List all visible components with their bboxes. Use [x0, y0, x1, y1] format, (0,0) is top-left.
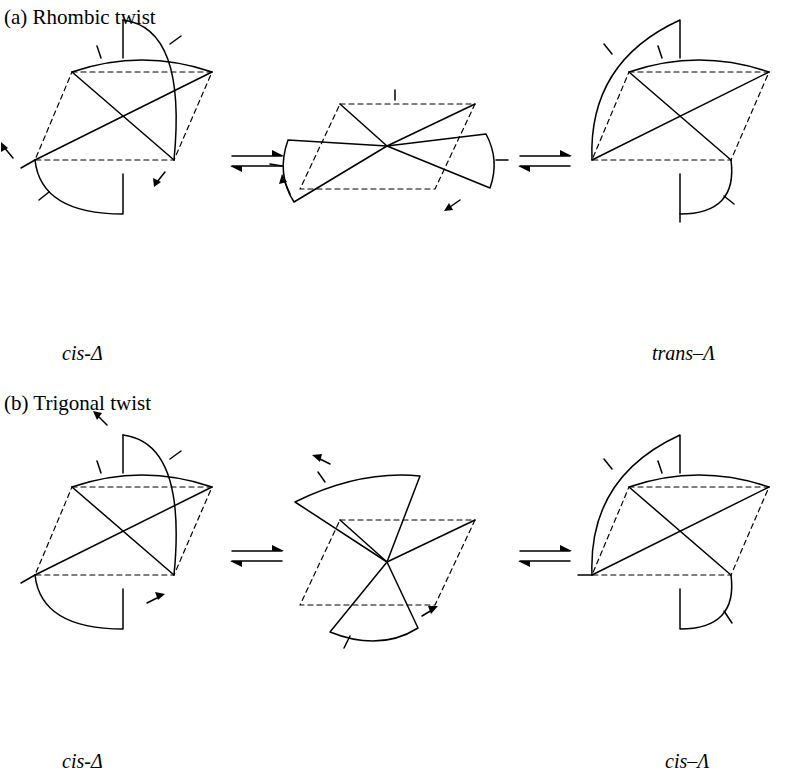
equilibrium-arrow — [230, 545, 572, 567]
equilibrium-arrow — [230, 150, 572, 172]
octahedron-intermediate — [270, 90, 508, 211]
isomer-label: cis-Δ — [62, 750, 103, 772]
octahedron-structure — [21, 411, 212, 629]
isomer-label: trans–Λ — [652, 342, 715, 364]
octahedron-structure — [578, 435, 769, 629]
octahedron-structure — [1, 20, 212, 214]
isomer-label: cis-Δ — [62, 342, 103, 364]
isomer-label: cis–Λ — [665, 750, 709, 772]
section-heading: (b) Trigonal twist — [4, 392, 151, 415]
octahedron-structure — [592, 20, 769, 222]
section-heading: (a) Rhombic twist — [4, 6, 156, 29]
octahedron-intermediate — [295, 454, 475, 648]
